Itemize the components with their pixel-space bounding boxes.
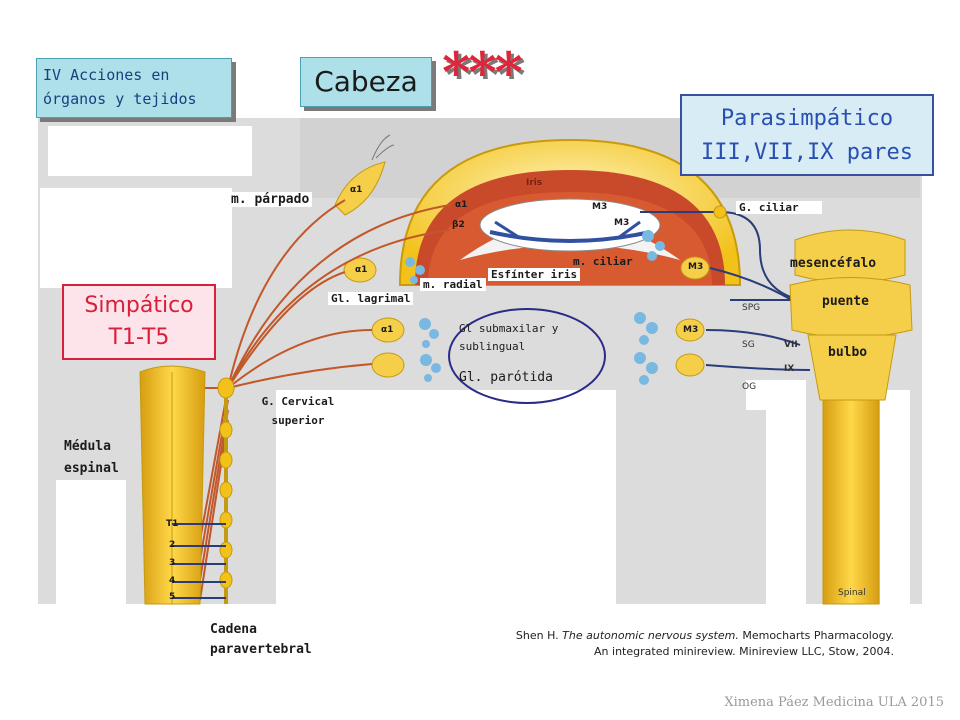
page-title: Cabeza (300, 57, 432, 107)
label-radial-muscle: m. radial (420, 278, 486, 291)
segment-5: 5 (169, 592, 176, 602)
label-parotid-gland: Gl. parótida (459, 370, 553, 385)
receptor-m3-ciliary: M3 (614, 218, 630, 228)
segment-3: 3 (169, 558, 176, 568)
nucleus-spg: SPG (742, 303, 761, 313)
receptor-alpha1-eyelid: α1 (350, 185, 363, 195)
eyelid-muscle-figure (334, 134, 395, 216)
nucleus-sg: SG (742, 340, 755, 350)
receptor-m3-sphincter: M3 (592, 202, 608, 212)
label-lacrimal-gland: Gl. lagrimal (328, 292, 414, 305)
footer-credit: Ximena Páez Medicina ULA 2015 (724, 695, 944, 710)
label-iris-sphincter: Esfínter iris (488, 268, 581, 281)
citation-source: Memocharts Pharmacology. (738, 629, 894, 642)
receptor-alpha1-radial: α1 (455, 200, 468, 210)
receptor-beta2: β2 (452, 220, 465, 230)
label-ciliary-ganglion: G. ciliar (736, 201, 822, 214)
segment-2: 2 (169, 540, 176, 550)
section-box: IV Acciones en órganos y tejidos (36, 58, 232, 118)
brainstem (789, 229, 913, 605)
spinal-label: Spinal (838, 588, 866, 598)
label-pons: puente (822, 294, 869, 309)
citation-line-1: Shen H. The autonomic nervous system. Me… (516, 628, 894, 644)
nucleus-og: OG (742, 382, 757, 392)
label-eyelid-muscle: m. párpado (228, 192, 313, 207)
label-submaxillary-gland: Gl submaxilar y sublingual (459, 322, 559, 353)
receptor-alpha1-submaxillary: α1 (381, 325, 394, 335)
segment-4: 4 (169, 576, 176, 586)
paravertebral-chain (172, 377, 235, 604)
label-paravertebral-chain: Cadena paravertebral (210, 622, 312, 657)
receptor-m3-submaxillary: M3 (683, 325, 699, 335)
citation: Shen H. The autonomic nervous system. Me… (516, 628, 894, 660)
glands-right (634, 230, 710, 385)
eye (398, 138, 742, 286)
label-medulla: bulbo (828, 345, 868, 360)
spinal-cord (139, 365, 206, 605)
nerve-ix: IX (784, 364, 795, 374)
citation-author: Shen H. (515, 629, 563, 642)
segment-t1: T1 (166, 519, 179, 529)
label-midbrain: mesencéfalo (790, 256, 877, 271)
star-marks: *** (442, 40, 523, 104)
citation-title: The autonomic nervous system. (562, 629, 739, 642)
sympathetic-box: Simpático T1-T5 (62, 284, 216, 360)
parasympathetic-box: Parasimpático III,VII,IX pares (680, 94, 934, 176)
citation-line-2: An integrated minireview. Minireview LLC… (594, 645, 894, 658)
label-superior-cervical-ganglion: G. Cervical superior (261, 395, 335, 427)
label-ciliary-muscle: m. ciliar (573, 255, 633, 268)
glands-left (343, 257, 441, 382)
parasympathetic-nerves (640, 211, 811, 371)
nerve-vii: VII (784, 340, 798, 350)
receptor-m3-lacrimal: M3 (688, 262, 704, 272)
iris-label: Iris (526, 178, 543, 188)
receptor-alpha1-lacrimal: α1 (355, 265, 368, 275)
sympathetic-nerves (199, 199, 451, 601)
salivary-highlight-ellipse (448, 308, 606, 404)
label-spinal-cord: Médula espinal (64, 439, 119, 476)
